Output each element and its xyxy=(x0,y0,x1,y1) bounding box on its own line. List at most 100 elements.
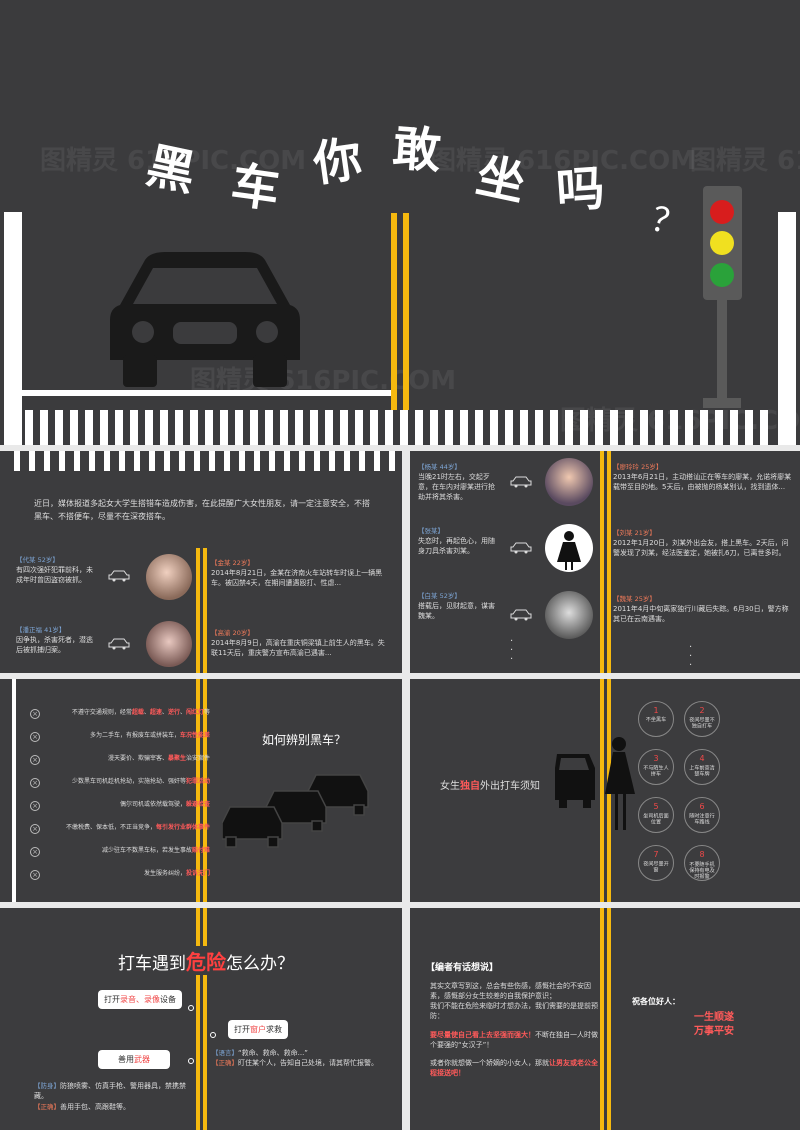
crosswalk-stripe xyxy=(445,410,453,445)
center-line xyxy=(600,451,604,673)
connector-dot xyxy=(210,1032,216,1038)
victim-photo xyxy=(146,554,192,600)
crosswalk-stripe xyxy=(269,451,275,471)
title-char: 车 xyxy=(227,156,283,220)
crosswalk-stripe xyxy=(104,451,110,471)
center-line xyxy=(203,908,207,1130)
identify-item-text: 偶尔司机或依然载驾驶，躲避检查 xyxy=(120,801,210,810)
weapon-tip: 【防身】防狼喷雾、仿真手枪、警用器具，禁携禁藏。【正确】善用手包、高跟鞋等。 xyxy=(34,1081,194,1112)
crosswalk-stripe xyxy=(85,410,93,445)
woman-with-car-icon xyxy=(555,737,635,830)
tip-text: 坐司机后面位置 xyxy=(643,812,669,825)
crosswalk-stripe xyxy=(179,451,185,471)
crosswalk-stripe xyxy=(194,451,200,471)
traffic-light-pole xyxy=(717,300,727,400)
crosswalk-stripe xyxy=(250,410,258,445)
identify-item-highlight: 投诉无门 xyxy=(185,870,210,877)
case-name: 【廖玲玲 25岁】 xyxy=(613,463,663,471)
identify-item-text: 多为二手车，有报废车或拼装车，车况性能差 xyxy=(90,732,210,741)
weapon-text: 防狼喷雾、仿真手枪、警用器具，禁携禁藏。 xyxy=(34,1082,186,1101)
editor-p3-text: 不断在独自一人时做个要强的“女汉子”！ xyxy=(430,1030,598,1049)
crosswalk-stripe xyxy=(149,451,155,471)
crosswalk-stripe xyxy=(40,410,48,445)
intro-text: 近日，媒体报道多起女大学生搭错车造成伤害，在此提醒广大女性朋友，请一定注意安全，… xyxy=(34,499,370,521)
tip-number: 7 xyxy=(653,850,659,859)
tip-bubble-window: 打开窗户求救 xyxy=(228,1020,288,1039)
crosswalk-stripe xyxy=(374,451,380,471)
identify-item-text: 少数黑车司机趁机抢劫，实施抢劫、强奸等犯罪活动 xyxy=(72,778,210,787)
tip-number: 8 xyxy=(699,850,705,859)
crosswalk-stripe xyxy=(535,410,543,445)
crosswalk-stripe xyxy=(164,451,170,471)
center-line xyxy=(607,451,611,673)
question-mark: ？ xyxy=(646,199,690,247)
warning-x-icon: × xyxy=(30,755,40,765)
warning-x-icon: × xyxy=(30,801,40,811)
weapon-label2: 【正确】 xyxy=(34,1102,60,1111)
crosswalk-stripe xyxy=(505,410,513,445)
car-icon xyxy=(510,542,532,554)
crosswalk-stripe xyxy=(640,410,648,445)
case-desc: 2011年4月中旬离家独行川藏后失踪。6月30日，警方称其已在云南遇害。 xyxy=(613,605,789,624)
identify-item-fragment: 多为二手车，有报废车或拼装车， xyxy=(89,732,180,739)
case-desc: 2014年8月9日，高渝在重庆铜梁镇上前生人的黑车。失联11天后，重庆警方宣布高… xyxy=(211,639,385,658)
divider xyxy=(0,673,800,679)
center-line xyxy=(607,908,611,1130)
editor-p3-highlight: 要尽量使自己看上去坚强而强大！ xyxy=(430,1030,535,1039)
crosswalk-stripe xyxy=(284,451,290,471)
divider xyxy=(0,445,800,451)
crosswalk-stripe xyxy=(295,410,303,445)
danger-title-post: 怎么办？ xyxy=(226,954,294,974)
identify-item-fragment: 等 xyxy=(203,709,210,716)
crosswalk-stripe xyxy=(74,451,80,471)
green-light-icon xyxy=(710,263,734,287)
crosswalk-stripe xyxy=(89,451,95,471)
crosswalk-stripe xyxy=(205,410,213,445)
stop-line xyxy=(22,390,392,396)
weapon-text2: 善用手包、高跟鞋等。 xyxy=(60,1102,130,1111)
editor-p2: 我们不能在危险来临时才想办法，我们需要的是提前预防： xyxy=(430,1002,598,1021)
crosswalk-stripe xyxy=(209,451,215,471)
identify-item: ×减少驻车不数黑车标，若发生事故赔付难 xyxy=(30,845,210,859)
danger-slide: 打车遇到危险怎么办？ 打开录音、录像设备 打开窗户求救 善用武器 【语言】“救命… xyxy=(0,908,402,1130)
warning-x-icon: × xyxy=(30,824,40,834)
bubble-highlight: 窗户 xyxy=(250,1025,266,1034)
center-line xyxy=(196,908,200,1130)
crosswalk-stripe xyxy=(235,410,243,445)
car-icon xyxy=(510,609,532,621)
crosswalk-stripe xyxy=(359,451,365,471)
bubble-text: 善用 xyxy=(118,1055,134,1064)
identify-slide: × 不遵守交通规则，经常超载、超速、逆行、闯红灯等 × 多为二手车，有报废车或拼装车，… xyxy=(0,679,402,902)
warning-x-icon: × xyxy=(30,709,40,719)
identify-item-text: 不缴税费、保本低，不正当竞争，每引发行业群体事件 xyxy=(66,824,210,833)
bubble-text: 求救 xyxy=(266,1025,282,1034)
tip-bubble-record: 打开录音、录像设备 xyxy=(98,990,182,1009)
victim-silhouette xyxy=(545,524,593,572)
crosswalk-stripe xyxy=(490,410,498,445)
crosswalk-stripe xyxy=(475,410,483,445)
warning-x-icon: × xyxy=(30,732,40,742)
watermark: 图精灵 616PIC.COM xyxy=(690,146,800,176)
identify-item-highlight: 超载 xyxy=(131,709,144,716)
case-desc: 当晚21时左右，交起歹意，在车内对廖某进行抢劫并将其杀害。 xyxy=(418,473,495,502)
case-name: 【代某 52岁】 xyxy=(16,556,59,564)
center-line xyxy=(391,213,397,410)
wish-line-2: 万事平安 xyxy=(694,1026,734,1037)
tip-bubble-weapon: 善用武器 xyxy=(98,1050,170,1069)
wish-line-1: 一生顺遂 xyxy=(694,1012,734,1023)
editor-title: 【编者有话想说】 xyxy=(426,960,499,973)
crosswalk-stripe xyxy=(115,410,123,445)
identify-item-text: 不遵守交通规则，经常超载、超速、逆行、闯红灯等 xyxy=(72,709,210,718)
editor-body: 其实文章写到这，总会有些伤感，感慨社会的不安因素，感慨部分女生较差的自我保护意识… xyxy=(430,981,600,1079)
case-name: 【魏某 25岁】 xyxy=(613,595,656,603)
identify-item-highlight: 闯红灯 xyxy=(185,709,204,716)
victim-photo xyxy=(146,621,192,667)
crosswalk-stripe xyxy=(325,410,333,445)
identify-item-text: 减少驻车不数黑车标，若发生事故赔付难 xyxy=(102,847,210,856)
crosswalk-stripe xyxy=(29,451,35,471)
tip-text: 夜间尽量不独自打车 xyxy=(689,716,715,729)
center-line xyxy=(196,548,200,673)
